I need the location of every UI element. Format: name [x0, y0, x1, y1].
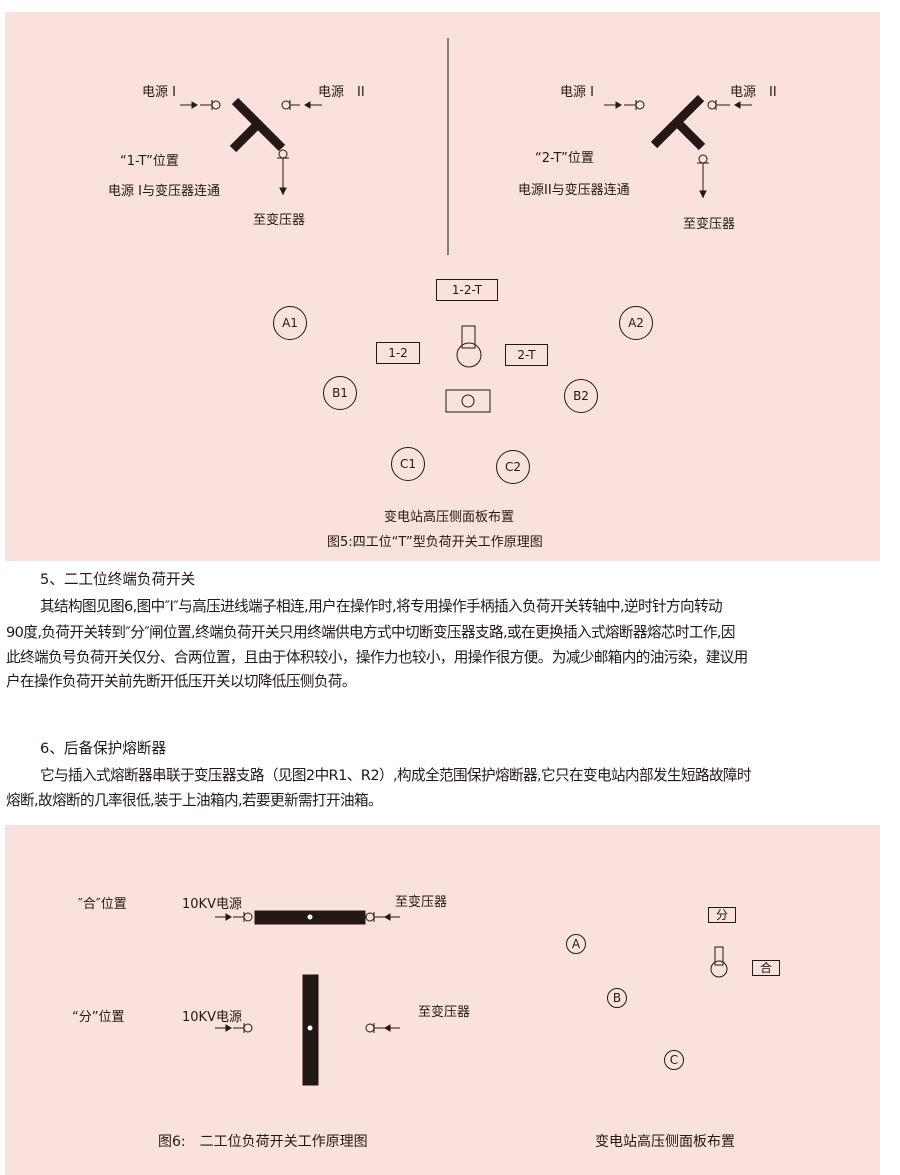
indicator-c1: C1 [391, 447, 425, 481]
position-box-1-2-t: 1-2-T [436, 279, 498, 301]
section-6-heading: 6、后备保护熔断器 [40, 740, 167, 757]
figure-6-subtitle: 变电站高压侧面板布置 [595, 1134, 735, 1150]
closed-source-label: 10KV电源 [182, 897, 242, 912]
left-source-2-label: 电源 II [318, 85, 365, 100]
right-position-label: “2-T”位置 [535, 151, 594, 166]
section-5-heading: 5、二工位终端负荷开关 [40, 571, 196, 588]
figure-6-panel [5, 825, 880, 1175]
position-box-2-t: 2-T [505, 344, 548, 366]
section-5-line: 其结构图见图6,图中″Ⅰ″与高压进线端子相连,用户在操作时,将专用操作手柄插入负… [40, 598, 723, 615]
section-6-line: 它与插入式熔断器串联于变压器支路（见图2中R1、R2）,构成全范围保护熔断器,它… [40, 767, 752, 784]
closed-to-transformer: 至变压器 [395, 895, 448, 910]
section-5-line: 此终端负号负荷开关仅分、合两位置，且由于体积较小，操作力也较小，用操作很方便。为… [6, 649, 748, 666]
indicator-b2: B2 [564, 379, 598, 413]
left-position-label: “1-T”位置 [120, 154, 179, 169]
figure-6-caption: 图6: 二工位负荷开关工作原理图 [158, 1134, 368, 1150]
open-to-transformer: 至变压器 [418, 1005, 471, 1020]
left-description: 电源 I与变压器连通 [108, 184, 220, 199]
indicator-a1: A1 [273, 306, 307, 340]
section-5-line: 户在操作负荷开关前先断开低压开关以切降低压侧负荷。 [6, 673, 356, 690]
right-source-1-label: 电源 I [560, 85, 594, 100]
position-box-1-2: 1-2 [376, 342, 420, 364]
closed-position-box: 合 [752, 960, 780, 976]
left-source-1-label: 电源 I [142, 85, 176, 100]
indicator-b1: B1 [323, 376, 357, 410]
right-source-2-label: 电源 II [730, 85, 777, 100]
indicator-c: C [664, 1050, 684, 1070]
open-position-label: “分”位置 [72, 1010, 125, 1025]
section-6-line: 熔断,故熔断的几率很低,装于上油箱内,若要更新需打开油箱。 [6, 792, 383, 809]
open-position-box: 分 [708, 907, 736, 923]
open-source-label: 10KV电源 [182, 1010, 242, 1025]
indicator-a2: A2 [619, 306, 653, 340]
indicator-c2: C2 [496, 450, 530, 484]
figure-5-caption: 图5:四工位“T”型负荷开关工作原理图 [327, 535, 543, 550]
indicator-a: A [566, 934, 586, 954]
closed-position-label: ″合″位置 [78, 897, 127, 912]
right-description: 电源II与变压器连通 [518, 183, 630, 198]
indicator-b: B [607, 988, 627, 1008]
figure-5-subtitle: 变电站高压侧面板布置 [384, 510, 515, 525]
section-5-line: 90度,负荷开关转到″分″闸位置,终端负荷开关只用终端供电方式中切断变压器支路,… [6, 624, 736, 641]
figure-5-panel [5, 12, 880, 561]
right-to-transformer: 至变压器 [683, 217, 736, 232]
left-to-transformer: 至变压器 [253, 213, 306, 228]
